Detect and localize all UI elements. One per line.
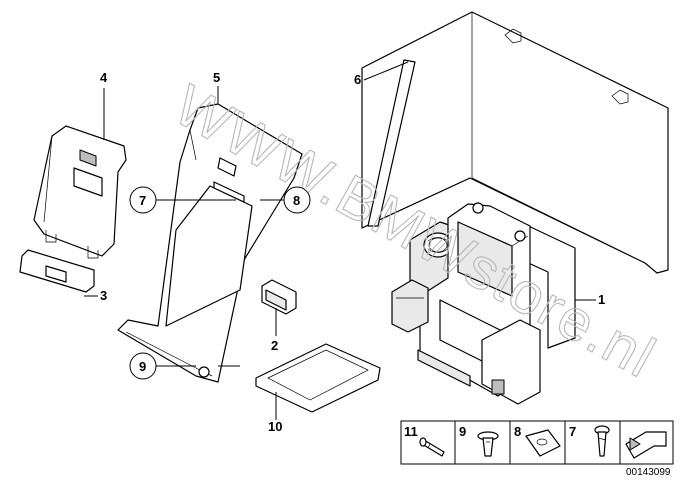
legend-cell-9: 9 bbox=[459, 424, 499, 457]
part-5-frame bbox=[117, 103, 303, 383]
legend-label-8: 8 bbox=[514, 424, 521, 439]
arrow-icon bbox=[625, 431, 667, 459]
screw-icon bbox=[594, 425, 610, 457]
legend-label-9: 9 bbox=[459, 424, 466, 439]
pin-icon bbox=[419, 437, 445, 457]
label-part-7: 7 bbox=[139, 193, 146, 208]
leader-lines bbox=[84, 61, 409, 420]
label-part-5: 5 bbox=[213, 70, 220, 85]
part-10-pad bbox=[255, 343, 381, 413]
label-part-1: 1 bbox=[598, 292, 605, 307]
clip-nut-icon bbox=[525, 429, 561, 457]
part-2-clip bbox=[261, 279, 297, 315]
label-part-4: 4 bbox=[100, 70, 108, 85]
callout-circle-7 bbox=[129, 186, 157, 214]
legend-label-7: 7 bbox=[569, 424, 576, 439]
legend-cell-arrow bbox=[625, 431, 667, 459]
legend-cell-7: 7 bbox=[569, 424, 610, 457]
label-part-2: 2 bbox=[271, 338, 278, 353]
part-4-cover bbox=[33, 125, 127, 259]
part-6-cover-panel bbox=[361, 11, 669, 274]
part-labels: 4 5 6 1 3 2 10 7 8 9 bbox=[100, 70, 605, 434]
rivet-icon bbox=[477, 431, 499, 457]
part-3-plate bbox=[19, 249, 95, 293]
part-1-control-unit bbox=[391, 202, 596, 405]
callout-circle-9 bbox=[129, 352, 157, 380]
reference-number: 00143099 bbox=[626, 467, 671, 478]
label-part-9: 9 bbox=[139, 359, 146, 374]
label-part-6: 6 bbox=[354, 72, 361, 87]
legend-label-11: 11 bbox=[404, 424, 418, 439]
label-part-3: 3 bbox=[100, 288, 107, 303]
callout-circle-8 bbox=[283, 186, 311, 214]
small-parts-legend: 11 9 8 7 bbox=[400, 420, 674, 465]
legend-cell-11: 11 bbox=[404, 424, 445, 457]
label-part-10: 10 bbox=[268, 419, 282, 434]
legend-cell-8: 8 bbox=[514, 424, 561, 457]
label-part-8: 8 bbox=[293, 193, 300, 208]
